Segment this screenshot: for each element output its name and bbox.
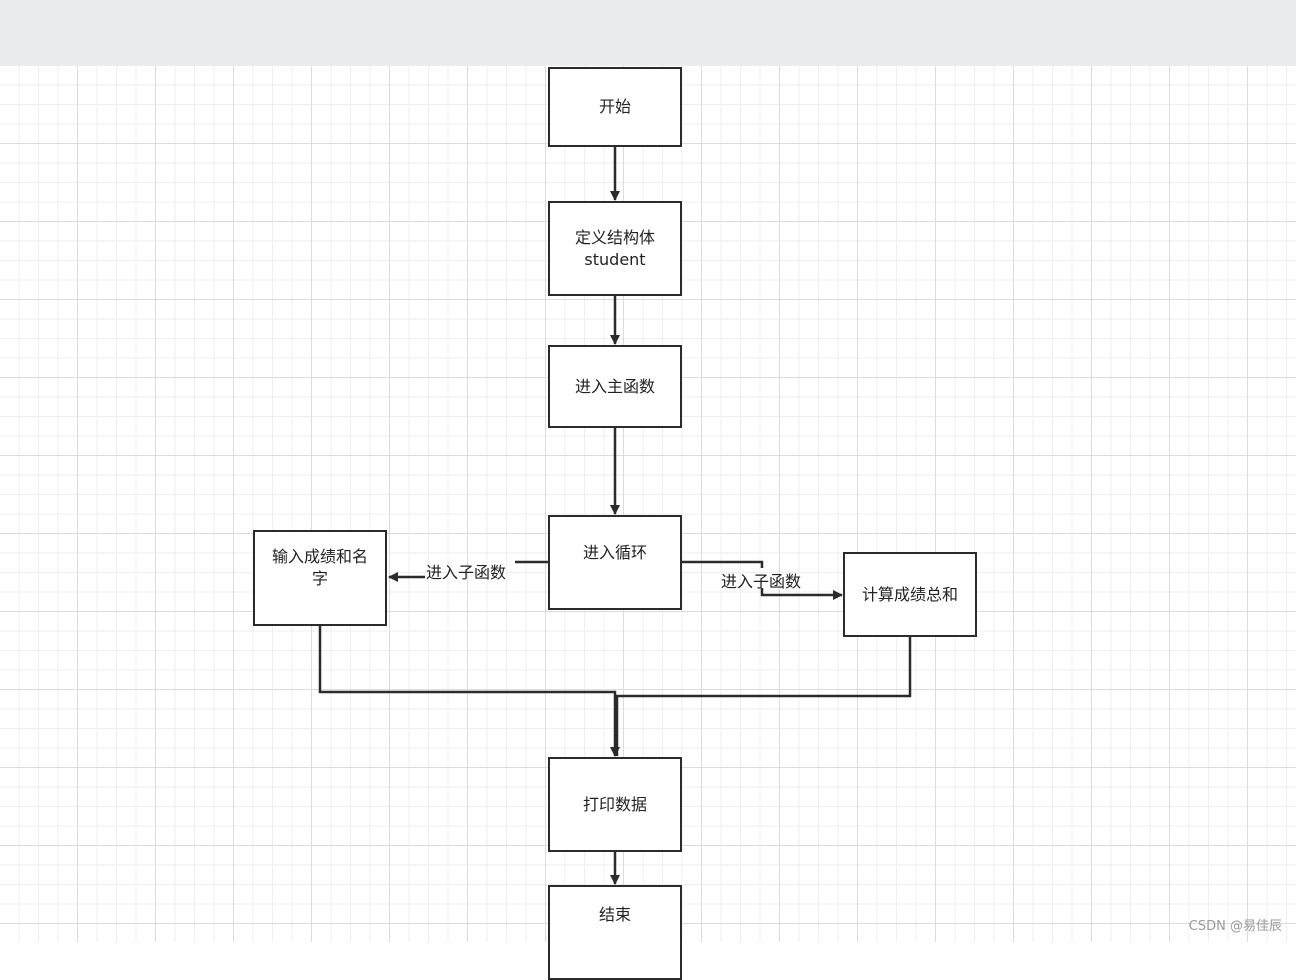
node-enter-loop-label: 进入循环 — [582, 542, 647, 562]
node-calc-sum-label: 计算成绩总和 — [861, 584, 958, 604]
node-input-scores[interactable]: 输入成绩和名 字 — [253, 530, 387, 626]
node-start[interactable]: 开始 — [548, 67, 682, 147]
edge-label-right-call: 进入子函数 — [721, 572, 802, 591]
node-start-label: 开始 — [598, 97, 631, 116]
node-print-data-label: 打印数据 — [582, 794, 647, 814]
node-define-struct-label: 定义结构体 student — [574, 227, 655, 269]
node-end[interactable]: 结束 — [548, 885, 682, 980]
node-print-data[interactable]: 打印数据 — [548, 757, 682, 852]
edge-label-left-call: 进入子函数 — [426, 563, 507, 582]
node-input-scores-label: 输入成绩和名 字 — [271, 547, 368, 588]
node-enter-main-label: 进入主函数 — [574, 376, 655, 396]
top-toolbar-area — [0, 0, 1296, 66]
node-enter-main[interactable]: 进入主函数 — [548, 345, 682, 428]
watermark: CSDN @易佳辰 — [1188, 919, 1282, 934]
node-enter-loop[interactable]: 进入循环 — [548, 515, 682, 610]
node-calc-sum[interactable]: 计算成绩总和 — [843, 552, 977, 637]
node-end-label: 结束 — [598, 904, 631, 924]
node-define-struct[interactable]: 定义结构体 student — [548, 201, 682, 296]
